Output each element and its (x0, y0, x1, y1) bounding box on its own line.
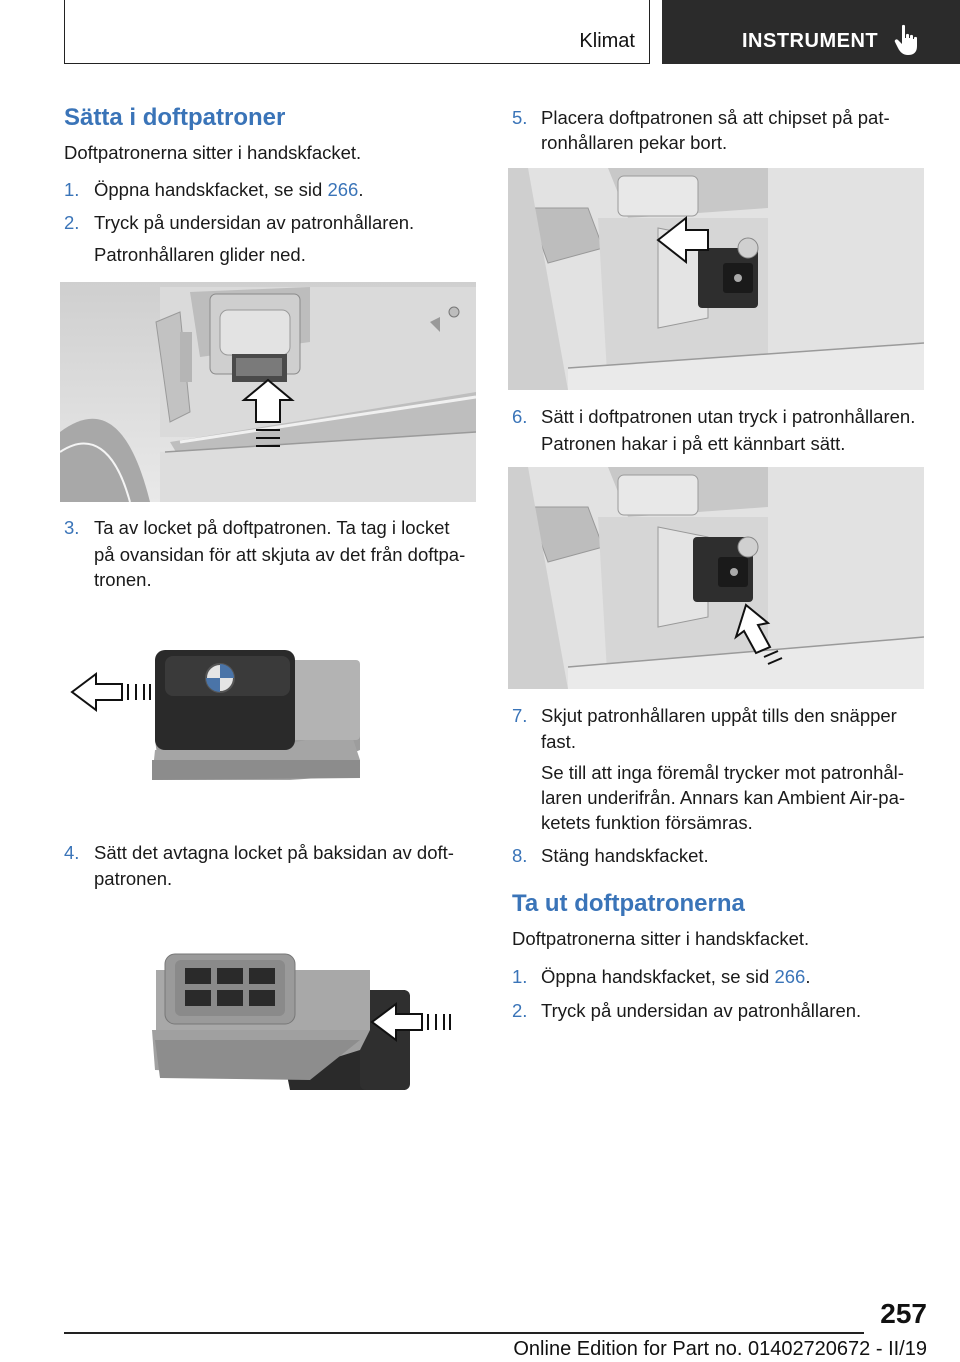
section-heading-insert: Sätta i doftpatroner (64, 104, 286, 131)
header-chapter-box: INSTRUMENT (662, 0, 960, 64)
footer-divider (64, 1332, 864, 1334)
hand-pointer-icon (894, 24, 917, 55)
section-title: Klimat (579, 30, 635, 52)
step-subtext: Patronhållaren glider ned. (94, 244, 306, 265)
figure-place-cartridge (508, 168, 924, 390)
step-text-line: Sätt i doftpatronen utan tryck i patronh… (541, 406, 916, 427)
step-number: 7. (512, 705, 528, 726)
step-text: Tryck på undersidan av patronhållaren. (94, 212, 415, 233)
step-text-line: fast. (541, 731, 576, 752)
chapter-title: INSTRUMENT (742, 30, 879, 52)
page-number: 257 (880, 1298, 927, 1329)
step-subtext-line: Se till att inga föremål trycker mot pat… (541, 762, 904, 783)
section-heading-remove: Ta ut doftpatronerna (512, 890, 745, 917)
intro-text: Doftpatronerna sitter i handskfacket. (512, 928, 810, 949)
step-text: Stäng handskfacket. (541, 845, 709, 866)
page-link[interactable]: 266 (774, 966, 806, 987)
step-number: 1. (512, 966, 528, 987)
step-text-line: Patronen hakar i på ett kännbart sätt. (541, 433, 846, 454)
step-number: 4. (64, 842, 80, 863)
step-text-line: ronhållaren pekar bort. (541, 132, 728, 153)
figure-cover-backside (60, 930, 476, 1100)
step-number: 3. (64, 517, 80, 538)
step-text-line: Ta av locket på doftpatronen. Ta tag i l… (94, 517, 450, 538)
step-number: 2. (64, 212, 80, 233)
step-text-line: tronen. (94, 569, 152, 590)
intro-text: Doftpatronerna sitter i handskfacket. (64, 142, 362, 163)
page-link[interactable]: 266 (327, 179, 359, 200)
step-text: Öppna handskfacket, se sid 266. (541, 966, 811, 987)
step-text: Öppna handskfacket, se sid 266. (94, 179, 364, 200)
step-number: 8. (512, 845, 528, 866)
step-number: 1. (64, 179, 80, 200)
step-text-line: Sätt det avtagna locket på baksidan av d… (94, 842, 454, 863)
step-subtext-line: ketets funktion försämras. (541, 812, 753, 833)
step-text-line: Placera doftpatronen så att chipset på p… (541, 107, 890, 128)
header-section-box: Klimat (64, 0, 650, 64)
figure-insert-cartridge (508, 467, 924, 689)
step-subtext-line: laren underifrån. Annars kan Ambient Air… (541, 787, 906, 808)
step-text-line: på ovansidan för att skjuta av det från … (94, 544, 466, 565)
figure-glovebox-holder (60, 282, 476, 502)
edition-text: Online Edition for Part no. 01402720672 … (513, 1338, 927, 1360)
figure-cartridge-cover (60, 620, 476, 820)
step-number: 5. (512, 107, 528, 128)
step-number: 2. (512, 1000, 528, 1021)
step-number: 6. (512, 406, 528, 427)
step-text-line: Skjut patronhållaren uppåt tills den snä… (541, 705, 897, 726)
step-text: Tryck på undersidan av patronhållaren. (541, 1000, 862, 1021)
step-text-line: patronen. (94, 868, 173, 889)
